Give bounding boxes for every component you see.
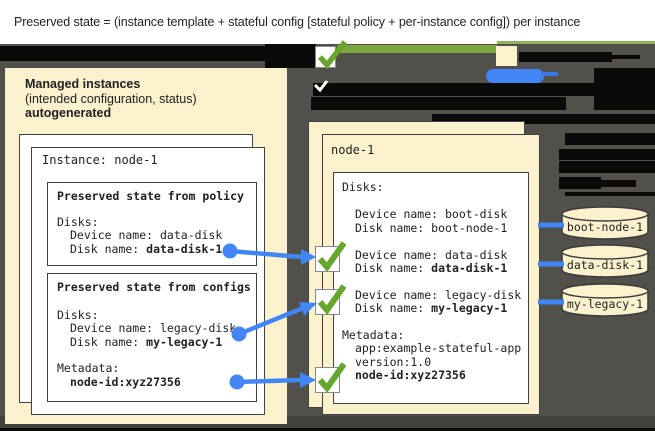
preserved-state-configs-box: Preserved state from configs Disks: Devi… (47, 273, 257, 402)
redacted-bar (565, 133, 655, 145)
disk-label: data-disk-1 (567, 258, 643, 272)
metadata-line: version:1.0 (355, 354, 432, 369)
preserved-state-policy-box: Preserved state from policy Disks: Devic… (47, 182, 257, 266)
vm-state-box: Disks: Device name: boot-disk Disk name:… (333, 172, 529, 404)
disk-cylinder-legacy: my-legacy-1 (561, 283, 649, 317)
formula-text: Preserved state = (instance template + s… (14, 15, 581, 29)
metadata-value: node-id:xyz27356 (355, 368, 466, 383)
disk-name-label: Disk name: (70, 334, 147, 349)
metadata-label: Metadata: (342, 328, 405, 343)
green-line (497, 41, 655, 44)
disk-name-label: Disk name: (355, 261, 432, 276)
metadata-line: app:example-stateful-app (355, 341, 522, 356)
legend-swatch (496, 46, 517, 66)
metadata-label: Metadata: (57, 361, 120, 375)
disk-cylinder-data: data-disk-1 (561, 244, 649, 278)
disks-label: Disks: (342, 180, 384, 194)
device-name-line: Device name: legacy-disk (355, 287, 522, 302)
disk-name-line: Disk name: my-legacy-1 (57, 334, 256, 350)
panel-subtitle: (intended configuration, status) (25, 91, 197, 106)
redacted-bar (600, 180, 636, 187)
applied-checkbox-metadata (315, 367, 340, 393)
disk-name-label: Disk name: (355, 301, 432, 316)
panel-note: autogenerated (25, 106, 112, 120)
configs-box-title: Preserved state from configs (57, 280, 251, 294)
instance-title: Instance: node-1 (42, 153, 158, 167)
disk-label: boot-node-1 (567, 220, 643, 234)
applied-checkbox (315, 46, 336, 68)
redacted-bar (313, 83, 594, 96)
redacted-bar (519, 52, 612, 62)
device-name-line: Device name: data-disk (70, 228, 223, 242)
disk-name-line: Disk name: my-legacy-1 (342, 302, 528, 315)
redacted-bar (610, 55, 640, 59)
redacted-bar (311, 97, 566, 110)
disk-name-value: my-legacy-1 (431, 301, 508, 316)
redacted-bar (265, 44, 316, 68)
boot-disk-group: Device name: boot-disk Disk name: boot-n… (342, 207, 528, 235)
disks-label: Disks: (57, 307, 99, 322)
redacted-bar (432, 114, 655, 124)
disk-name-label: Disk name: (70, 241, 147, 256)
disk-name-value: data-disk-1 (431, 261, 508, 276)
panel-heading: Managed instances (intended configuratio… (25, 77, 197, 121)
redacted-bar (559, 177, 601, 189)
device-name-line: Device name: boot-disk (355, 207, 508, 222)
disk-name-value: my-legacy-1 (146, 334, 223, 349)
panel-title: Managed instances (25, 77, 141, 91)
applied-checkbox-data-disk (315, 246, 340, 272)
disk-name-line: Disk name: boot-node-1 (355, 220, 508, 235)
blue-highlight-tail (541, 72, 558, 76)
applied-checkbox-legacy-disk (315, 289, 340, 315)
redacted-bar (559, 161, 655, 173)
disk-name-line: Disk name: data-disk-1 (57, 241, 256, 257)
blue-highlight (486, 69, 544, 83)
redacted-bar (559, 149, 655, 160)
policy-box-title: Preserved state from policy (57, 189, 244, 203)
legacy-disk-group: Device name: legacy-disk Disk name: my-l… (342, 287, 528, 316)
device-name-line: Device name: data-disk (355, 247, 508, 262)
disks-label: Disks: (57, 214, 99, 229)
vm-title: node-1 (331, 143, 375, 157)
device-name-line: Device name: legacy-disk (70, 321, 237, 335)
disk-cylinder-boot: boot-node-1 (561, 206, 649, 240)
instance-card: Instance: node-1 Preserved state from po… (31, 147, 265, 415)
formula-banner: Preserved state = (instance template + s… (0, 0, 655, 44)
disk-label: my-legacy-1 (567, 297, 643, 311)
redacted-bar (0, 46, 312, 61)
redacted-bar (565, 192, 655, 196)
green-connector-bar (337, 45, 497, 53)
disk-name-line: Disk name: data-disk-1 (342, 261, 528, 276)
disk-name-value: data-disk-1 (146, 241, 223, 256)
redacted-block (594, 68, 655, 110)
metadata-group: Metadata: app:example-stateful-app versi… (342, 328, 528, 383)
vm-card: node-1 Disks: Device name: boot-disk Dis… (322, 134, 540, 415)
data-disk-group: Device name: data-disk Disk name: data-d… (342, 247, 528, 276)
bottom-edge (0, 428, 655, 431)
metadata-value: node-id:xyz27356 (70, 374, 181, 389)
